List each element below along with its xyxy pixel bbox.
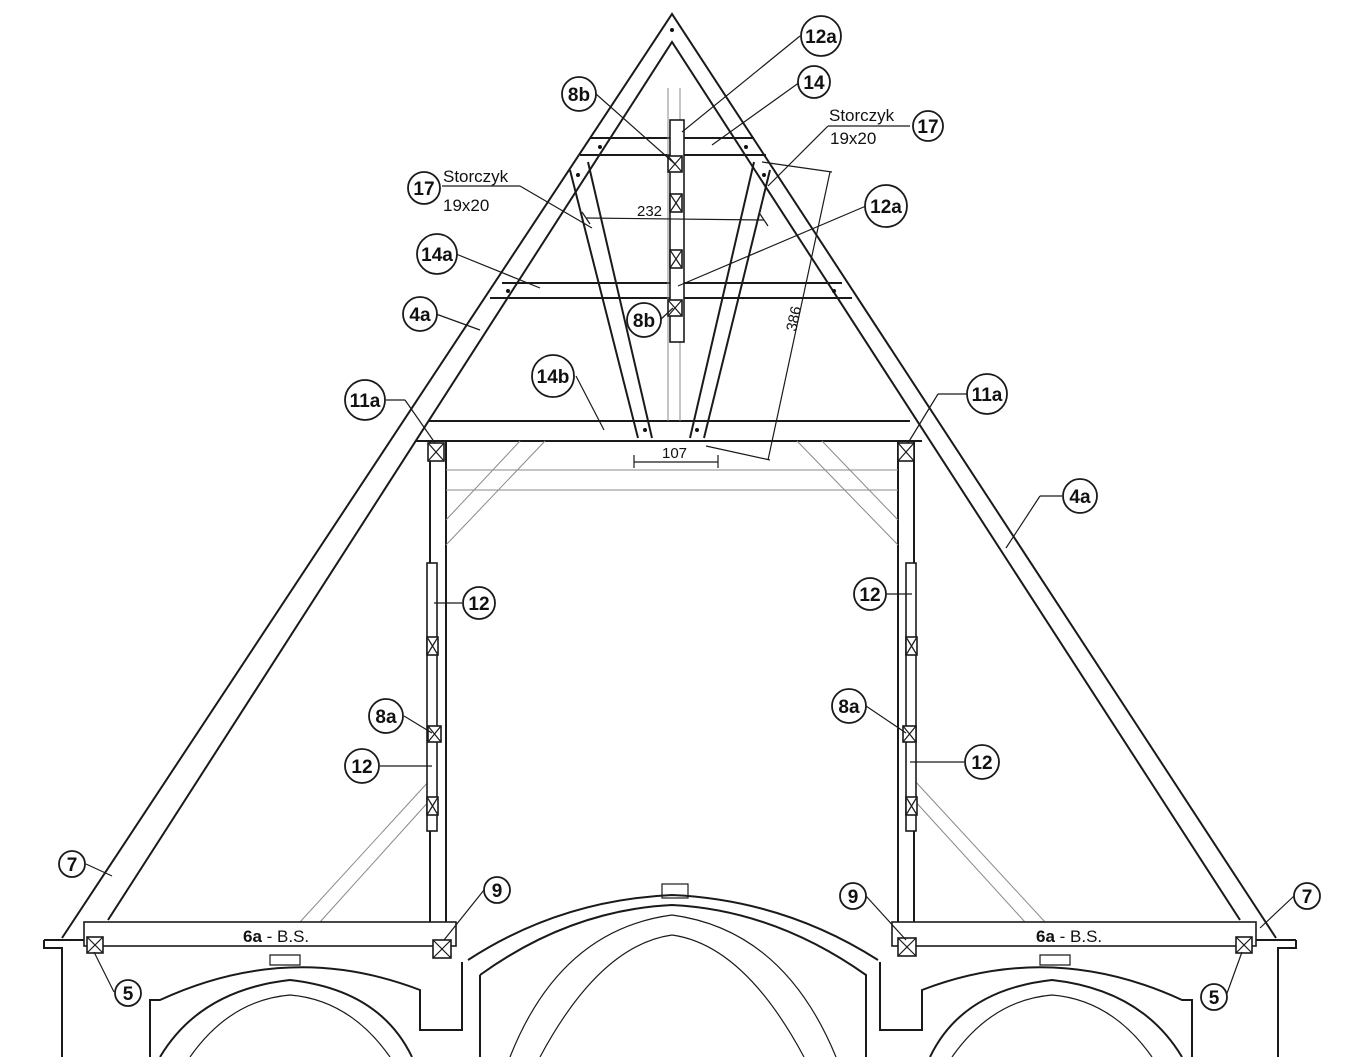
callout-7-right: 7 xyxy=(1293,882,1321,910)
callout-8b-mid: 8b xyxy=(626,302,662,338)
beam-label-right: 6a - B.S. xyxy=(1036,927,1102,946)
bracing xyxy=(299,440,1046,923)
callout-12a-top-text: 12a xyxy=(805,27,837,48)
callout-12-left-lower: 12 xyxy=(344,748,380,784)
storczyk-right-size: 19x20 xyxy=(830,129,876,148)
beam-label-right-number: 6a xyxy=(1036,927,1055,946)
callout-4a-right-text: 4a xyxy=(1069,487,1091,508)
callout-14: 14 xyxy=(797,65,831,99)
callout-17-left: 17 xyxy=(407,171,441,205)
callout-7-left: 7 xyxy=(58,850,86,878)
callout-4a-right: 4a xyxy=(1062,478,1098,514)
callout-8b-mid-text: 8b xyxy=(633,311,655,332)
callout-8b-top: 8b xyxy=(561,76,597,112)
central-column xyxy=(667,119,685,343)
callout-11a-left: 11a xyxy=(344,379,386,421)
callout-12-left-lower-text: 12 xyxy=(351,757,372,778)
bottom-beams xyxy=(83,921,1257,959)
callout-4a-left: 4a xyxy=(402,296,438,332)
callout-8a-right-text: 8a xyxy=(838,697,860,718)
beam-label-right-suffix: - B.S. xyxy=(1055,927,1102,946)
callout-14b-text: 14b xyxy=(537,367,570,388)
tie-beam-14b xyxy=(416,420,922,442)
callout-12-right-lower: 12 xyxy=(964,744,1000,780)
callout-11a-left-text: 11a xyxy=(350,391,381,412)
callout-12a-mid-text: 12a xyxy=(870,197,902,218)
callout-9-left: 9 xyxy=(483,876,511,904)
inclined-struts xyxy=(569,161,771,439)
callout-14a: 14a xyxy=(416,233,458,275)
callout-4a-left-text: 4a xyxy=(409,305,431,326)
callout-14-text: 14 xyxy=(803,73,825,94)
post-reinforcement-right xyxy=(902,562,918,832)
dim-diagonal: 386 xyxy=(783,305,805,333)
callout-12a-top: 12a xyxy=(800,15,842,57)
side-posts xyxy=(427,441,915,925)
callout-11a-right-text: 11a xyxy=(972,385,1003,406)
callout-17-left-text: 17 xyxy=(413,179,434,200)
callout-8b-top-text: 8b xyxy=(568,85,590,106)
beam-label-left-suffix: - B.S. xyxy=(262,927,309,946)
dim-bottom-width: 107 xyxy=(662,445,687,462)
callout-11a-right: 11a xyxy=(966,373,1008,415)
callout-12-right-upper-text: 12 xyxy=(859,585,880,606)
callout-7-left-text: 7 xyxy=(67,855,78,876)
callout-5-left: 5 xyxy=(114,979,142,1007)
callout-14b: 14b xyxy=(531,354,575,398)
callout-8a-left-text: 8a xyxy=(375,707,397,728)
callout-12-left-upper: 12 xyxy=(462,586,496,620)
callout-17-right: 17 xyxy=(912,110,944,142)
callout-9-right-text: 9 xyxy=(848,887,859,908)
callout-7-right-text: 7 xyxy=(1302,887,1313,908)
callout-9-left-text: 9 xyxy=(492,881,503,902)
masonry-vaults xyxy=(43,883,1297,1057)
callout-12-right-upper: 12 xyxy=(853,577,887,611)
callout-5-right: 5 xyxy=(1200,983,1228,1011)
callout-12-right-lower-text: 12 xyxy=(971,753,992,774)
callout-17-right-text: 17 xyxy=(917,117,938,138)
callout-5-right-text: 5 xyxy=(1209,988,1220,1009)
dimension-lines xyxy=(581,161,833,468)
storczyk-right-label: Storczyk xyxy=(829,106,895,125)
storczyk-left-size: 19x20 xyxy=(443,196,489,215)
callout-12-left-upper-text: 12 xyxy=(468,594,489,615)
beam-label-left: 6a - B.S. xyxy=(243,927,309,946)
leader-lines xyxy=(85,35,1295,997)
storczyk-left-label: Storczyk xyxy=(443,167,509,186)
callout-8a-right: 8a xyxy=(831,688,867,724)
callout-5-left-text: 5 xyxy=(123,984,134,1005)
beam-label-left-number: 6a xyxy=(243,927,262,946)
callout-8a-left: 8a xyxy=(368,698,404,734)
rafters xyxy=(61,12,1277,939)
post-reinforcement-left xyxy=(426,562,442,832)
callout-14a-text: 14a xyxy=(421,245,453,266)
dim-top-width: 232 xyxy=(637,203,662,220)
callout-9-right: 9 xyxy=(839,882,867,910)
callout-12a-mid: 12a xyxy=(864,184,908,228)
